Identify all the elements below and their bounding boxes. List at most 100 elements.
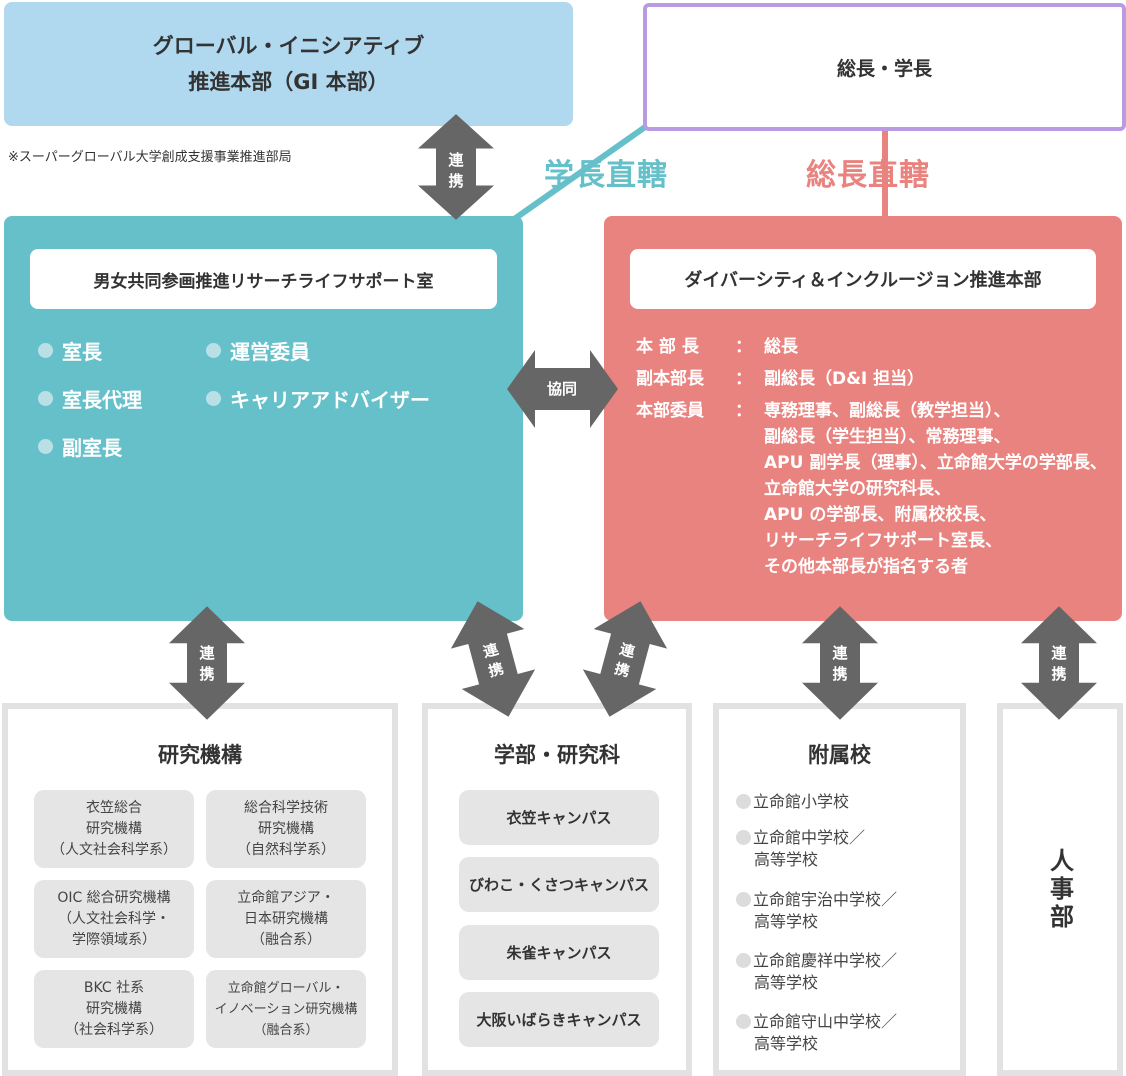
- bullet-icon: [206, 391, 221, 406]
- card-line: 学際領域系）: [72, 931, 156, 948]
- card-line: （社会科学系）: [65, 1021, 163, 1038]
- renkei-label-char: 携: [1051, 665, 1066, 683]
- campus-name: びわこ・くさつキャンパス: [468, 876, 649, 894]
- renkei-label-char: 携: [486, 659, 505, 680]
- president-box: 総長・学長: [643, 3, 1126, 131]
- staff-item: キャリアアドバイザー: [206, 384, 430, 413]
- renkei-label-char: 連: [199, 644, 215, 662]
- affiliated-schools-box: 附属校 立命館小学校 立命館中学校／ 高等学校 立命館宇治中学校／ 高等学校 立…: [713, 703, 966, 1076]
- staff-item-label: 室長代理: [62, 388, 142, 412]
- card-line: （融合系）: [253, 1022, 319, 1038]
- renkei-arrow-affiliated: [802, 606, 878, 720]
- dni-headquarters-title: ダイバーシティ＆インクルージョン推進本部: [630, 249, 1096, 309]
- gi-title-line2: 推進本部（GI 本部）: [188, 70, 389, 94]
- dni-committee-line: 副総長（学生担当）、常務理事、: [764, 427, 1011, 447]
- gakucho-line: [508, 122, 650, 225]
- research-org-title: 研究機構: [158, 743, 242, 767]
- card-line: 総合科学技術: [244, 799, 328, 816]
- research-org-card: OIC 総合研究機構 （人文社会科学・ 学際領域系）: [34, 880, 194, 958]
- research-org-card: 衣笠総合 研究機構 （人文社会科学系）: [34, 790, 194, 868]
- card-line: 日本研究機構: [244, 910, 328, 927]
- renkei-label-char: 携: [199, 665, 214, 683]
- card-line: 研究機構: [86, 1000, 142, 1017]
- bullet-icon: [736, 830, 751, 845]
- research-org-card: 立命館グローバル・ イノベーション研究機構 （融合系）: [206, 970, 366, 1048]
- bullet-icon: [38, 391, 53, 406]
- staff-item: 運営委員: [206, 336, 310, 365]
- school-name: 立命館宇治中学校／: [753, 890, 898, 909]
- school-item: 立命館宇治中学校／ 高等学校: [736, 889, 897, 933]
- renkei-label-char: 連: [1051, 644, 1067, 662]
- gi-headquarters-box: グローバル・イニシアティブ 推進本部（GI 本部）: [4, 2, 573, 126]
- dni-committee-line: リサーチライフサポート室長、: [764, 531, 1002, 551]
- dni-committee-list: 専務理事、副総長（教学担当）、 副総長（学生担当）、常務理事、 APU 副学長（…: [764, 398, 1107, 580]
- faculties-title: 学部・研究科: [494, 743, 620, 767]
- research-org-card: BKC 社系 研究機構 （社会科学系）: [34, 970, 194, 1048]
- dni-committee-line: 専務理事、副総長（教学担当）、: [764, 401, 1011, 421]
- president-title: 総長・学長: [836, 57, 932, 80]
- school-name-line2: 高等学校: [754, 850, 819, 869]
- bullet-icon: [736, 953, 751, 968]
- staff-item: 室長代理: [38, 384, 142, 413]
- bullet-icon: [736, 1014, 751, 1029]
- staff-item-label: キャリアアドバイザー: [230, 388, 430, 412]
- bullet-icon: [38, 439, 53, 454]
- school-item: 立命館中学校／ 高等学校: [736, 827, 865, 871]
- socho-direct-label: 総長直轄: [806, 158, 930, 193]
- school-name-line2: 高等学校: [754, 973, 819, 992]
- renkei-arrow-research: [169, 606, 245, 720]
- school-item: 立命館守山中学校／ 高等学校: [736, 1011, 897, 1055]
- renkei-label-char: 連: [618, 640, 637, 661]
- dni-committee-line: その他本部長が指名する者: [764, 557, 968, 577]
- school-name-line2: 高等学校: [754, 1034, 819, 1053]
- renkei-label-char: 連: [481, 640, 500, 661]
- research-life-support-title-text: 男女共同参画推進リサーチライフサポート室: [93, 271, 434, 292]
- card-line: 衣笠総合: [86, 799, 142, 816]
- card-line: OIC 総合研究機構: [57, 889, 171, 906]
- dni-row-label: 本 部 長: [636, 337, 699, 357]
- campus-card: 衣笠キャンパス: [459, 790, 659, 845]
- affiliated-schools-title: 附属校: [808, 743, 871, 767]
- bullet-icon: [736, 794, 751, 809]
- renkei-arrow-faculties-red: 連 携: [572, 591, 678, 727]
- card-line: 立命館グローバル・: [227, 980, 345, 996]
- school-name: 立命館守山中学校／: [753, 1012, 898, 1031]
- gi-title-line1: グローバル・イニシアティブ: [152, 34, 425, 58]
- school-name: 立命館中学校／: [753, 828, 866, 847]
- campus-card: 朱雀キャンパス: [459, 925, 659, 980]
- campus-card: 大阪いばらきキャンパス: [459, 992, 659, 1047]
- card-line: （人文社会科学系）: [51, 841, 177, 858]
- campus-card: びわこ・くさつキャンパス: [459, 857, 659, 912]
- campus-name: 朱雀キャンパス: [506, 944, 612, 962]
- dni-committee-line: 立命館大学の研究科長、: [764, 479, 951, 499]
- dni-committee-line: APU の学部長、附属校校長、: [764, 505, 997, 525]
- research-life-support-title: 男女共同参画推進リサーチライフサポート室: [30, 249, 497, 309]
- staff-item-label: 運営委員: [230, 340, 310, 364]
- dni-row-value: 副総長（D&I 担当）: [764, 369, 925, 389]
- renkei-label-char: 連: [448, 151, 464, 169]
- renkei-label-char: 携: [832, 665, 847, 683]
- card-line: BKC 社系: [83, 979, 145, 996]
- research-org-card: 立命館アジア・ 日本研究機構 （融合系）: [206, 880, 366, 958]
- staff-item: 室長: [38, 336, 102, 365]
- dni-headquarters-title-text: ダイバーシティ＆インクルージョン推進本部: [684, 270, 1042, 291]
- hr-box: 人事部: [997, 703, 1123, 1076]
- staff-item-label: 副室長: [62, 436, 122, 460]
- bullet-icon: [206, 343, 221, 358]
- school-item: 立命館小学校: [736, 791, 849, 813]
- campus-name: 大阪いばらきキャンパス: [476, 1011, 642, 1029]
- card-line: 研究機構: [86, 820, 142, 837]
- kyodo-label: 協同: [547, 380, 577, 398]
- staff-item-label: 室長: [62, 340, 102, 364]
- renkei-label-char: 携: [613, 659, 632, 680]
- dni-row-label: 本部委員: [636, 401, 704, 421]
- hr-title: 人事部: [1045, 847, 1074, 932]
- dni-row-colon: ：: [735, 337, 752, 357]
- school-name-line2: 高等学校: [754, 912, 819, 931]
- dni-row-colon: ：: [735, 401, 752, 421]
- renkei-arrow-hr: [1021, 606, 1097, 720]
- research-org-card: 総合科学技術 研究機構 （自然科学系）: [206, 790, 366, 868]
- dni-row-colon: ：: [735, 369, 752, 389]
- bullet-icon: [38, 343, 53, 358]
